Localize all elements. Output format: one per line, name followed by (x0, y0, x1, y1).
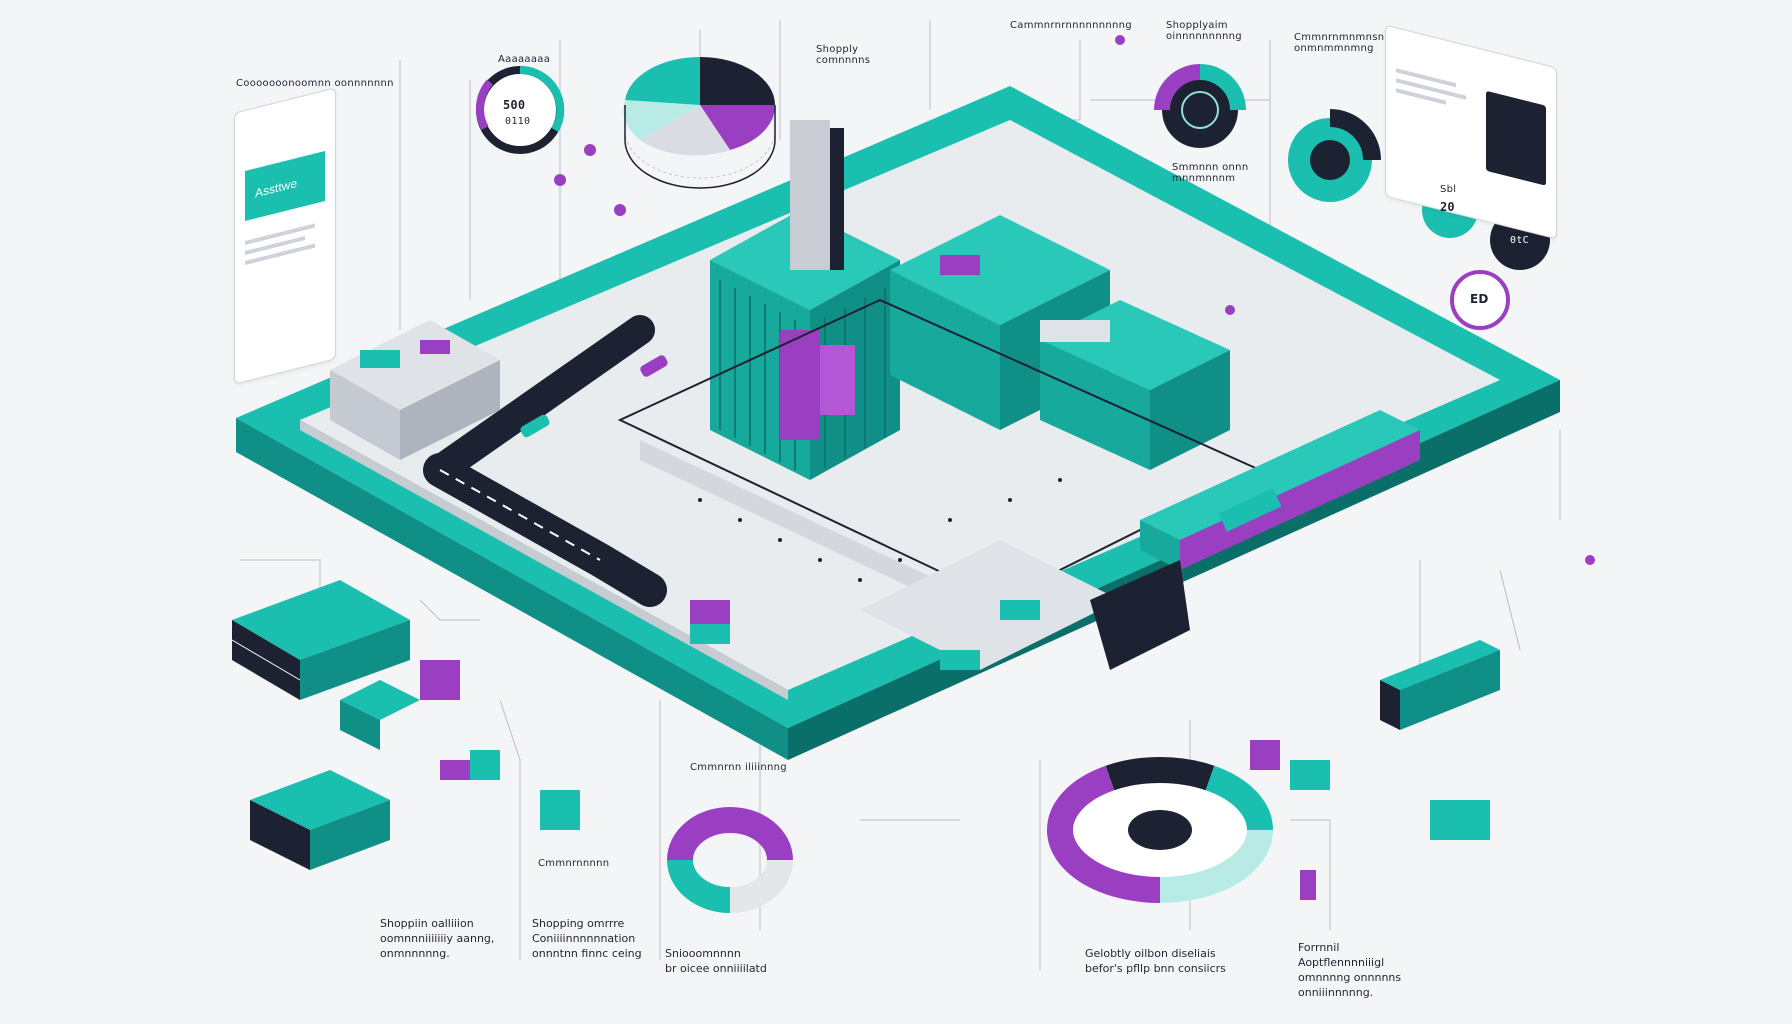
right-strip (1140, 410, 1420, 570)
top-right-title-a: Shopplyaim oinnnnnnnnng (1166, 20, 1242, 42)
gauge-left-unit: 0110 (505, 116, 531, 127)
caption-5-line1: Forrnnil (1298, 941, 1340, 954)
bottom-caption-1: Shoppiin oalliiion oomnnniiiiiiiy aanng,… (380, 916, 530, 961)
document-screen-text: Assttwe (255, 176, 298, 201)
bottom-donut (1046, 757, 1274, 903)
caption-1-line1: Shoppiin oalliiion (380, 917, 474, 930)
gauge-left (475, 65, 565, 154)
document-screen: Assttwe (245, 151, 325, 221)
stacked-blocks-left (231, 580, 580, 870)
top-pie-chart (623, 56, 776, 189)
badge-right-a: Sbl (1440, 184, 1457, 195)
stacked-blocks-right (1250, 640, 1500, 900)
caption-2-line2: Coniiiinnnnnnation (532, 932, 636, 945)
mid-label: Cmmnrnn iliiinnng (690, 762, 787, 773)
caption-3-line1: Sniooomnnnn (665, 947, 741, 960)
donut-top-right-b (1288, 109, 1381, 202)
caption-1-line2: oomnnniiiiiiiy aanng, (380, 932, 495, 945)
caption-1-line3: onmnnnnng. (380, 947, 450, 960)
left-document-panel: Assttwe (234, 87, 336, 385)
bottom-caption-2: Shopping omrrre Coniiiinnnnnnation onnnt… (532, 916, 672, 961)
caption-3-line2: br oicee onniiiilatd (665, 962, 767, 975)
badge-right-b: 0tC (1510, 235, 1529, 246)
caption-2-line1: Shopping omrrre (532, 917, 625, 930)
gauge-left-value: 500 (503, 98, 526, 112)
tag-label-left: Aaaaaaaa (498, 54, 551, 65)
top-right-title-b: Cmmnrnmnmnsn onmnmmnmng (1294, 32, 1385, 54)
bottom-caption-5: Forrnnil Aoptflennnniiigl omnnnng onnnnn… (1298, 940, 1468, 1000)
right-info-dark-block (1486, 90, 1546, 186)
front-lower (690, 540, 1190, 670)
caption-5-line2: Aoptflennnniiigl (1298, 956, 1385, 969)
bottom-left-donut (667, 807, 793, 913)
bottom-caption-3: Sniooomnnnn br oicee onniiiilatd (665, 946, 795, 976)
donut-top-right-a (1154, 64, 1246, 148)
badge-right-c: ED (1470, 292, 1489, 306)
top-center-title: Shopply comnnnns (816, 44, 871, 66)
header-label-left: Cooooooonoomnn oonnnnnnn (236, 78, 394, 89)
main-building-block-b (890, 215, 1230, 470)
main-building-block-a (710, 120, 900, 480)
caption-5-line3: omnnnng onnnnns onniiinnnnng. (1298, 971, 1402, 999)
mid-right-title: Smmnnn onnn mnnmnnnm (1172, 162, 1249, 184)
caption-2-line3: onnntnn finnc ceing (532, 947, 642, 960)
top-mid-title: Cammnrnrnnnnnnnnng (1010, 20, 1132, 31)
bottom-caption-4: Gelobtly oilbon diseliais befor's pfllp … (1085, 946, 1265, 976)
caption-4-line1: Gelobtly oilbon diseliais (1085, 947, 1216, 960)
left-building (330, 320, 500, 460)
caption-4-line2: befor's pfllp bnn consiicrs (1085, 962, 1226, 975)
mid-label-b: Cmmnrnnnnn (538, 858, 610, 869)
node-dots (554, 35, 1595, 565)
badge-right-value: 20 (1440, 200, 1455, 214)
road (423, 315, 668, 607)
